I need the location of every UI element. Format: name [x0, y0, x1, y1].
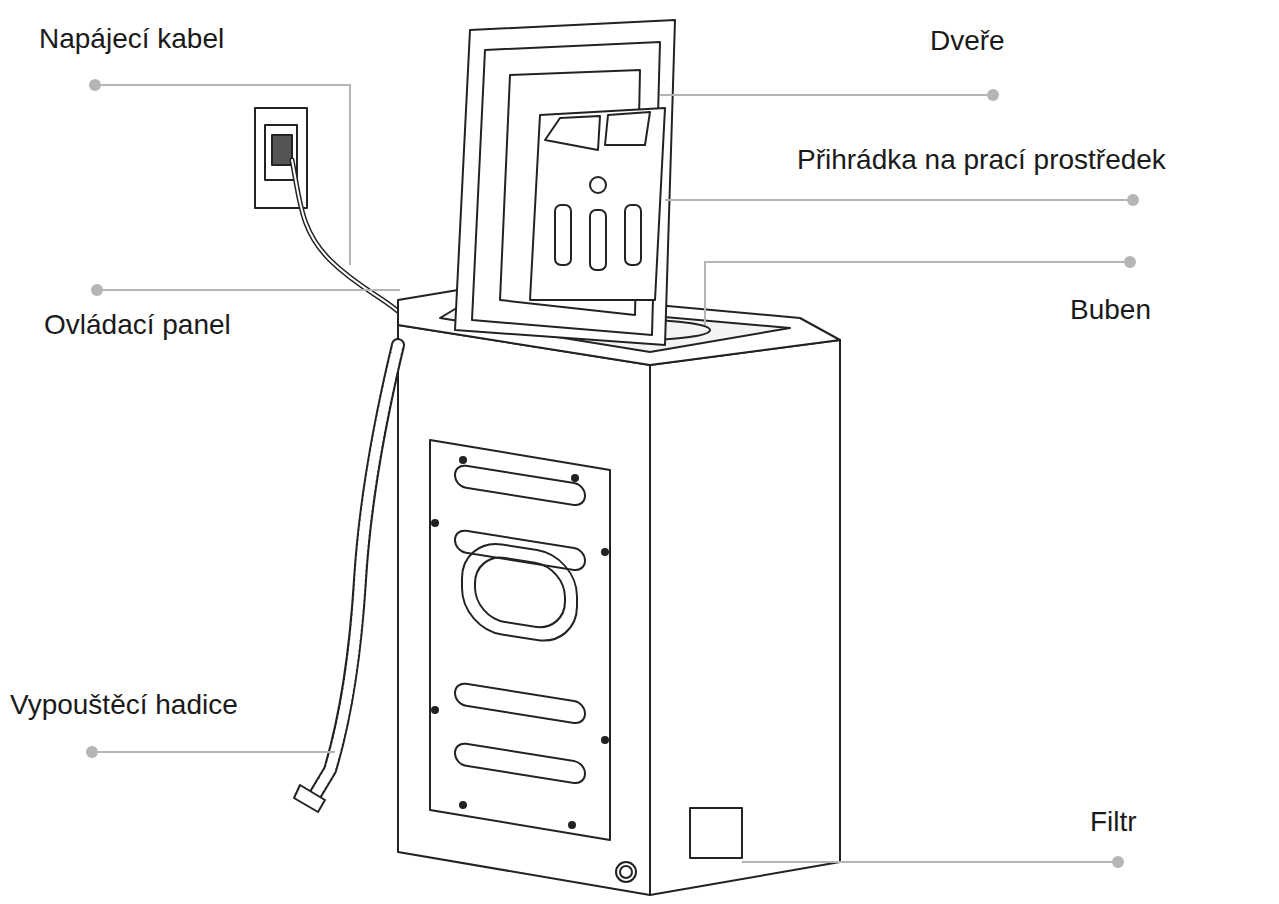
- drain-hose: [312, 345, 398, 800]
- power-cable-inner: [292, 160, 405, 318]
- power-cable: [292, 160, 405, 318]
- leader-line: [97, 289, 400, 291]
- leader-line: [665, 199, 1133, 201]
- back-panel: [430, 440, 610, 840]
- leader-line: [92, 751, 335, 753]
- filter-cover: [690, 808, 742, 858]
- part-label: Ovládací panel: [42, 308, 233, 342]
- dispenser-slot: [590, 210, 606, 270]
- dispenser-cup: [545, 116, 600, 150]
- drain-hose-ribs: [312, 345, 398, 800]
- leader-dot: [91, 284, 103, 296]
- leader-line: [705, 262, 1130, 325]
- plug: [272, 135, 292, 165]
- drain-plug: [616, 862, 636, 882]
- vent-slot: [455, 682, 585, 725]
- hose-end: [294, 785, 325, 812]
- part-label: Napájecí kabel: [37, 22, 226, 56]
- leader-line: [95, 85, 350, 265]
- dispenser-slot: [625, 205, 641, 265]
- leader-dot: [1112, 856, 1124, 868]
- leader-dot: [1124, 256, 1136, 268]
- part-label: Buben: [1068, 293, 1153, 327]
- leader-dot: [86, 746, 98, 758]
- machine-front: [398, 325, 650, 895]
- detergent-drawer: [530, 108, 665, 300]
- part-label: Přihrádka na prací prostředek: [795, 143, 1168, 177]
- oval-cover: [462, 538, 577, 646]
- leader-dot: [987, 89, 999, 101]
- lid: [455, 20, 675, 345]
- leader-line: [660, 94, 993, 96]
- drain-plug-inner: [620, 866, 632, 878]
- part-label: Filtr: [1088, 805, 1139, 839]
- dispenser-slot: [555, 205, 571, 265]
- dispenser-knob: [590, 177, 606, 193]
- vent-slot: [455, 742, 585, 785]
- oval-cover-inner: [475, 553, 565, 631]
- part-label: Vypouštěcí hadice: [8, 688, 240, 722]
- machine-side: [650, 340, 840, 895]
- leader-line: [742, 861, 1118, 863]
- dispenser-cup: [605, 112, 650, 145]
- leader-dot: [1127, 194, 1139, 206]
- leader-dot: [89, 79, 101, 91]
- vent-slot: [455, 464, 585, 507]
- part-label: Dveře: [928, 24, 1007, 58]
